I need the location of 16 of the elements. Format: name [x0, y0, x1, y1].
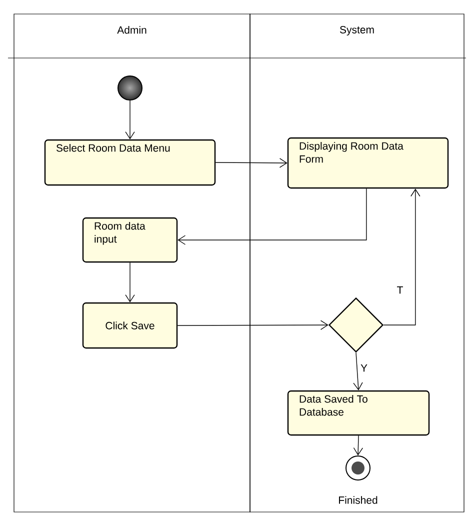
arrow: [383, 188, 420, 326]
arrow: [125, 100, 135, 140]
arrow: [353, 435, 364, 456]
action-box: Data Saved To Database: [287, 390, 430, 436]
action-box: Select Room Data Menu: [44, 139, 216, 186]
arrow: [178, 188, 367, 245]
final-node: [346, 456, 370, 480]
action-box: Room data input: [82, 217, 178, 263]
action-box: Displaying Room Data Form: [287, 137, 449, 189]
arrow: [215, 158, 288, 168]
arrow: [177, 320, 328, 330]
arrow: [125, 262, 135, 302]
node-caption: Finished: [339, 496, 378, 504]
action-box: Click Save: [82, 302, 178, 349]
arrow: [353, 352, 363, 390]
initial-node: [118, 76, 142, 100]
